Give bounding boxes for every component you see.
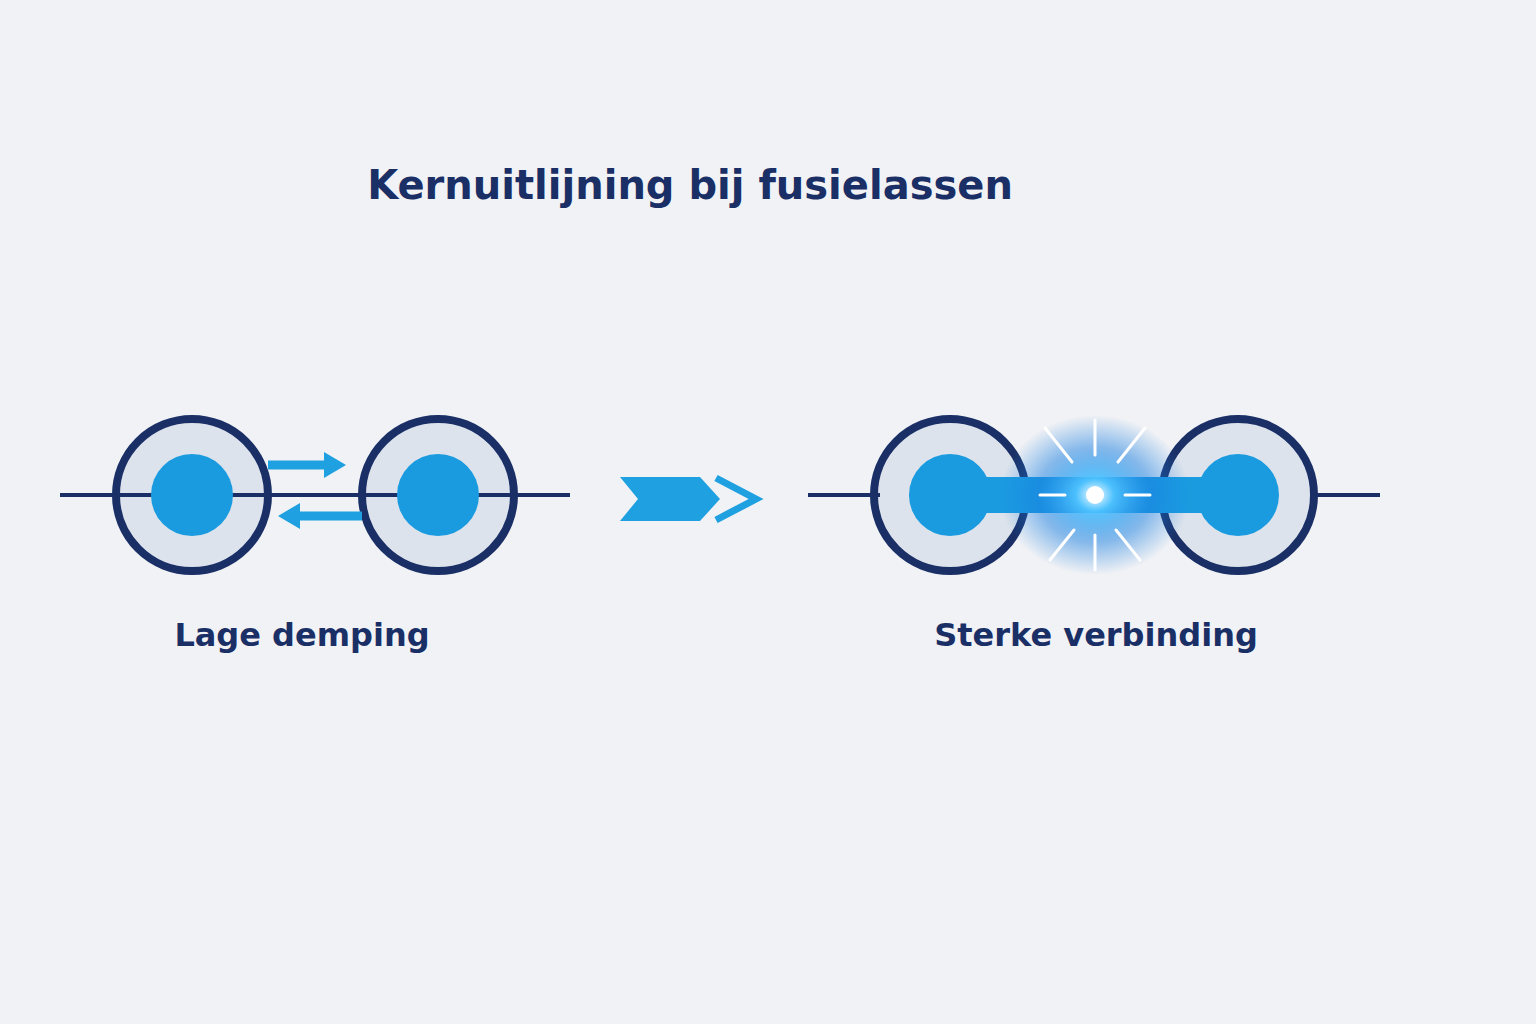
process-chevron [620, 477, 756, 521]
misaligned-fibers [60, 419, 570, 571]
fused-fibers [808, 415, 1380, 575]
state-label: Sterke verbinding [934, 616, 1258, 654]
diagram-title: Kernuitlijning bij fusielassen [367, 162, 1013, 208]
state-label: Lage demping [174, 616, 429, 654]
